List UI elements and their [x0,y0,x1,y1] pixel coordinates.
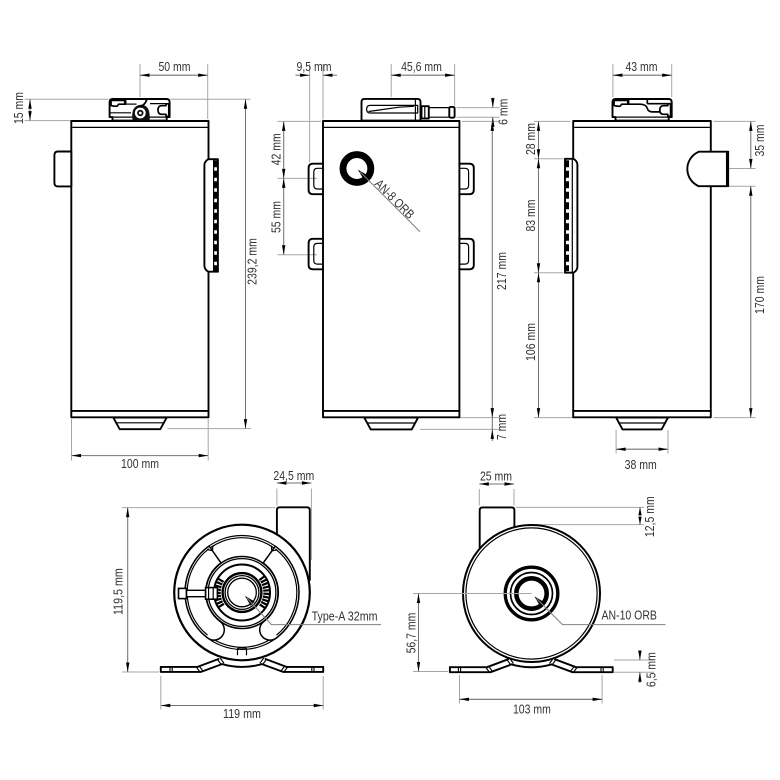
svg-text:12,5 mm: 12,5 mm [642,496,657,537]
svg-text:83 mm: 83 mm [523,199,538,231]
svg-text:103 mm: 103 mm [513,702,551,717]
svg-text:50 mm: 50 mm [158,59,190,74]
svg-text:170 mm: 170 mm [752,276,767,314]
svg-text:9,5 mm: 9,5 mm [297,59,332,74]
svg-text:28 mm: 28 mm [523,123,538,155]
svg-text:24,5 mm: 24,5 mm [273,468,314,483]
svg-text:56,7 mm: 56,7 mm [403,613,418,654]
svg-text:119,5 mm: 119,5 mm [110,568,125,615]
svg-text:42 mm: 42 mm [268,133,283,165]
svg-text:25 mm: 25 mm [480,468,512,483]
svg-text:7 mm: 7 mm [494,414,509,440]
svg-text:217 mm: 217 mm [494,252,509,290]
svg-text:6,5 mm: 6,5 mm [644,652,659,687]
svg-text:Type-A 32mm: Type-A 32mm [312,609,378,624]
svg-text:35 mm: 35 mm [752,124,767,156]
svg-text:38 mm: 38 mm [625,457,657,472]
svg-text:43 mm: 43 mm [625,59,657,74]
svg-text:6 mm: 6 mm [496,99,511,125]
svg-text:239,2 mm: 239,2 mm [245,238,260,285]
svg-text:45,6 mm: 45,6 mm [401,59,442,74]
svg-text:AN-10 ORB: AN-10 ORB [602,608,657,623]
svg-text:106 mm: 106 mm [523,323,538,361]
svg-text:15 mm: 15 mm [11,92,26,124]
svg-text:100 mm: 100 mm [121,456,159,471]
svg-text:55 mm: 55 mm [268,201,283,233]
svg-text:119 mm: 119 mm [223,706,261,721]
